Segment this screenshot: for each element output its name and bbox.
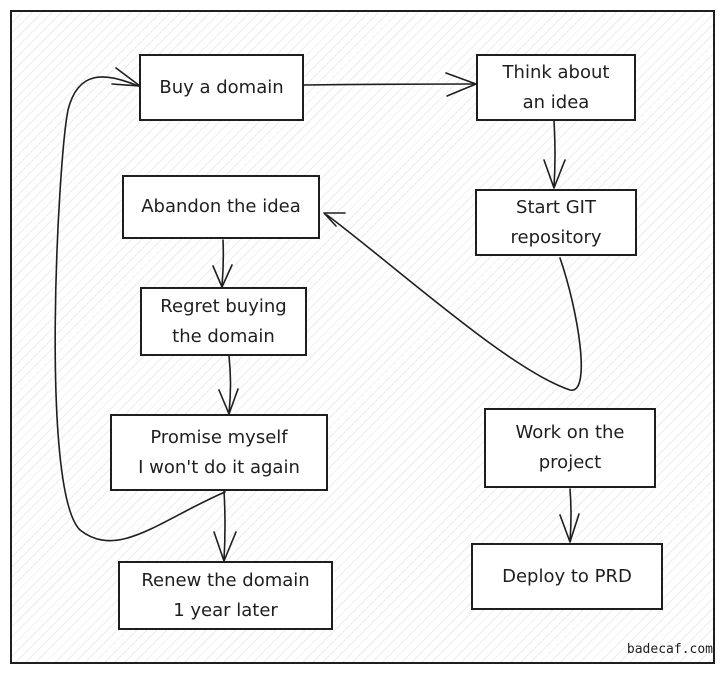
- edge-think-to-git: [543, 120, 566, 189]
- node-promise-label: Promise myself I won't do it again: [138, 426, 300, 478]
- node-renew: Renew the domain 1 year later: [118, 561, 333, 630]
- node-work-project: Work on the project: [484, 408, 656, 488]
- node-regret: Regret buying the domain: [140, 287, 307, 356]
- node-promise: Promise myself I won't do it again: [110, 414, 328, 491]
- edge-abandon-to-regret: [212, 239, 233, 288]
- node-start-git: Start GIT repository: [475, 189, 637, 256]
- node-abandon-idea-label: Abandon the idea: [141, 196, 301, 217]
- node-work-project-label: Work on the project: [515, 422, 625, 473]
- node-renew-label: Renew the domain 1 year later: [141, 569, 310, 621]
- node-buy-domain-label: Buy a domain: [159, 76, 284, 98]
- node-abandon-idea: Abandon the idea: [122, 175, 320, 239]
- edge-git-to-abandon: [323, 212, 583, 391]
- node-buy-domain: Buy a domain: [139, 54, 304, 121]
- node-think-idea-label: Think about an idea: [502, 61, 610, 113]
- node-think-idea: Think about an idea: [476, 54, 636, 121]
- edge-regret-to-promise: [218, 355, 239, 415]
- node-regret-label: Regret buying the domain: [160, 295, 287, 347]
- node-start-git-label: Start GIT repository: [510, 196, 602, 248]
- node-deploy-label: Deploy to PRD: [502, 565, 632, 587]
- edge-promise-to-renew: [213, 490, 237, 562]
- edge-buy-to-think: [303, 72, 477, 97]
- node-deploy: Deploy to PRD: [471, 543, 663, 610]
- edge-work-to-deploy: [559, 488, 580, 543]
- watermark: badecaf.com: [626, 642, 713, 657]
